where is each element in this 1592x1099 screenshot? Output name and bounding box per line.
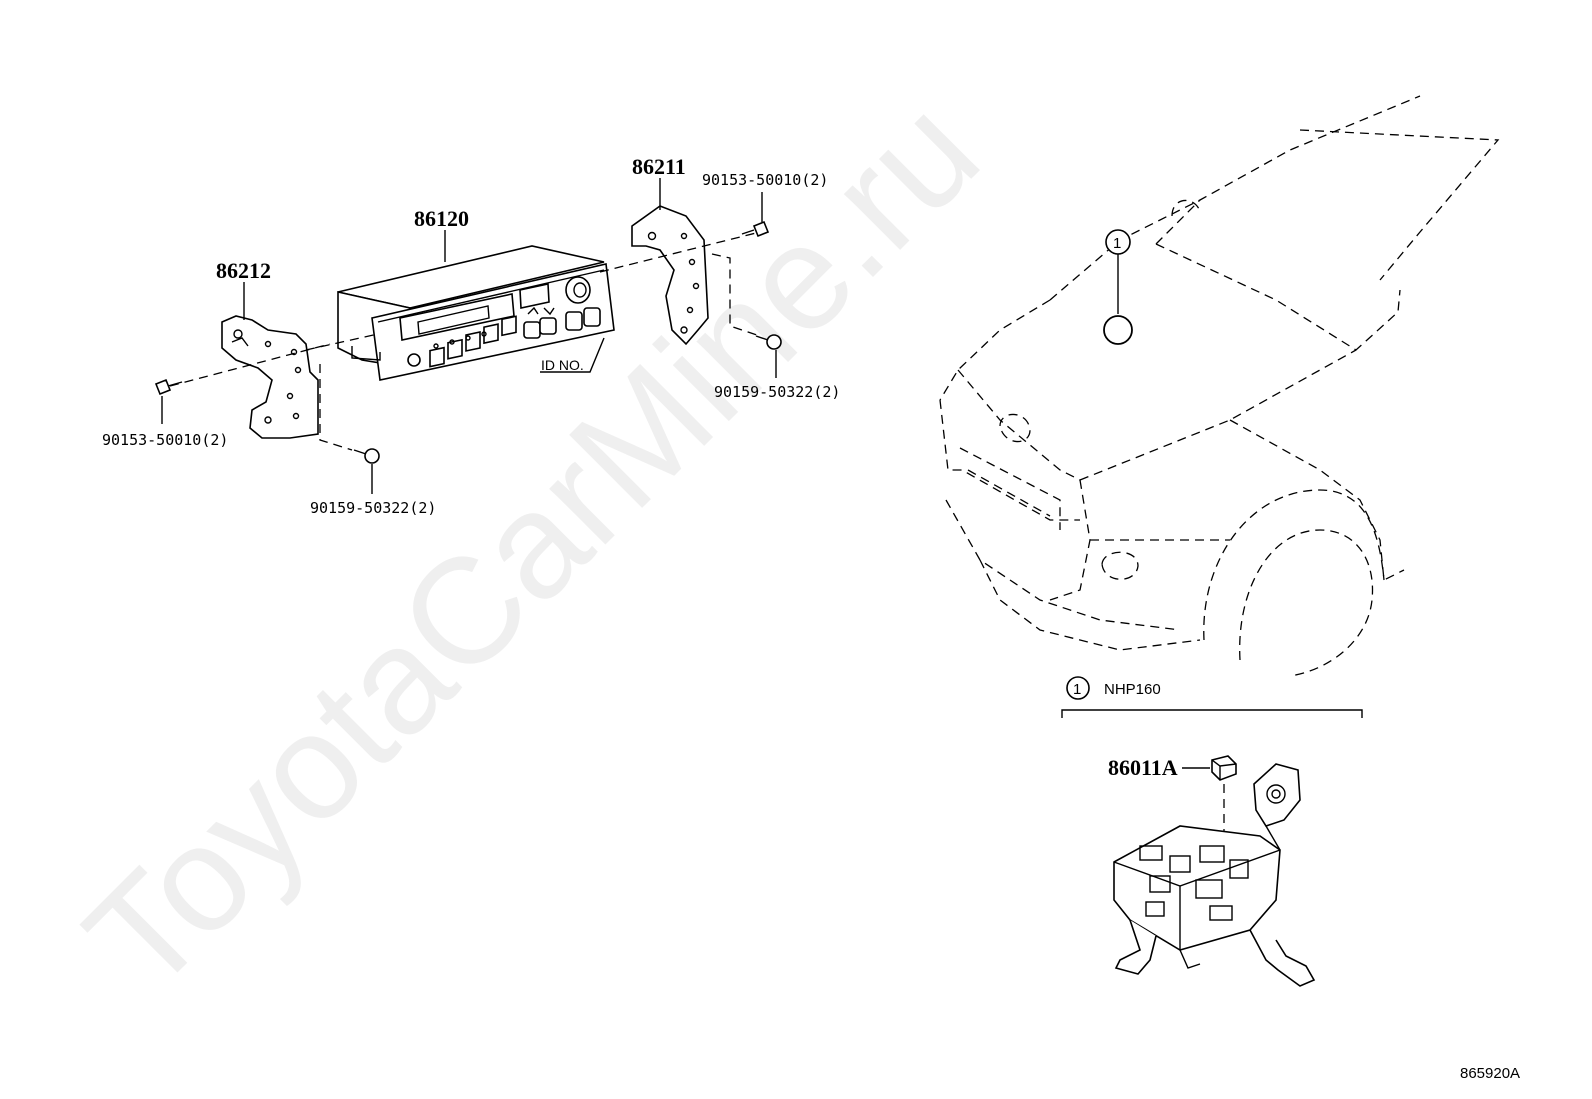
vehicle-outline [939,95,1500,677]
label-86212: 86212 [216,258,271,283]
screw-90159-left[interactable] [353,448,380,464]
screw-90159-right[interactable] [755,334,782,350]
location-marker-number: 1 [1113,235,1121,252]
variant-note-model: NHP160 [1104,681,1161,698]
label-86211: 86211 [632,154,686,179]
bracket-86211[interactable] [631,205,709,346]
location-marker[interactable]: 1 [1103,229,1133,345]
label-bolt-left-bottom: 90159-50322(2) [310,499,436,517]
bolt-90153-left[interactable] [154,378,183,396]
watermark: ToyotaCarMine.ru [54,67,1010,1023]
mounting-lines [169,231,761,451]
variant-note-number: 1 [1073,681,1081,698]
label-86120: 86120 [414,206,469,231]
reference-code: 865920A [1460,1065,1520,1082]
leader-lines [161,178,777,494]
label-86011a: 86011A [1108,755,1178,780]
bracket-86212[interactable] [221,315,319,439]
label-bolt-left-top: 90153-50010(2) [102,431,228,449]
label-id-no: ID NO. [541,357,584,373]
junction-block[interactable] [1113,763,1316,987]
bolt-90153-right[interactable] [741,220,770,238]
circled-number-icon [1066,676,1090,700]
relay-86011a[interactable] [1211,755,1237,781]
label-bolt-right-top: 90153-50010(2) [702,171,828,189]
label-bolt-right-bottom: 90159-50322(2) [714,383,840,401]
watermark-text: ToyotaCarMine.ru [54,67,1010,1023]
ac-control-panel-86120[interactable] [337,245,615,381]
variant-note: 1 NHP160 [1061,676,1363,718]
